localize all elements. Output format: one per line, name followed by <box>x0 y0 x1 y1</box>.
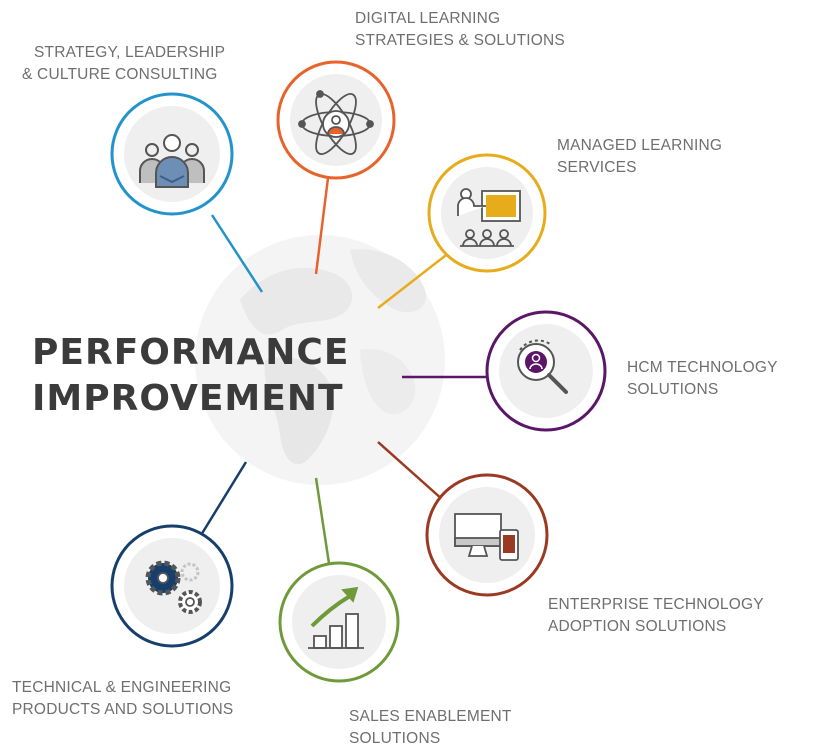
center-title-line1: PERFORMANCE <box>32 332 350 373</box>
label-managed-line1: MANAGED LEARNING <box>557 137 723 154</box>
label-strategy-line1: STRATEGY, LEADERSHIP <box>34 44 226 61</box>
label-sales-line1: SALES ENABLEMENT <box>349 708 512 725</box>
label-managed-line2: SERVICES <box>557 159 637 176</box>
connector-sales <box>314 477 332 571</box>
service-node-digital[interactable] <box>276 60 396 180</box>
growth-chart-icon <box>308 586 364 649</box>
label-strategy-line2: & CULTURE CONSULTING <box>22 66 218 83</box>
service-node-strategy[interactable] <box>110 92 234 216</box>
connector-strategy <box>210 214 264 293</box>
connector-enterprise <box>377 441 444 501</box>
center-title: PERFORMANCE IMPROVEMENT <box>32 330 349 422</box>
center-title-line2: IMPROVEMENT <box>32 378 344 419</box>
talent-search-icon <box>517 339 568 394</box>
label-enterprise-line2: ADOPTION SOLUTIONS <box>548 618 727 635</box>
label-enterprise: ENTERPRISE TECHNOLOGY ADOPTION SOLUTIONS <box>548 594 764 638</box>
consulting-team-icon <box>139 134 205 188</box>
label-enterprise-line1: ENTERPRISE TECHNOLOGY <box>548 596 764 613</box>
label-digital-line1: DIGITAL LEARNING <box>355 10 501 27</box>
service-node-managed[interactable] <box>427 153 547 273</box>
label-technical-line1: TECHNICAL & ENGINEERING <box>12 679 232 696</box>
label-managed: MANAGED LEARNING SERVICES <box>557 135 722 179</box>
classroom-presenter-icon <box>457 188 521 247</box>
service-node-enterprise[interactable] <box>425 473 549 597</box>
globe-background <box>195 235 445 485</box>
label-sales-line2: SOLUTIONS <box>349 730 441 747</box>
gears-icon <box>145 560 202 614</box>
label-technical: TECHNICAL & ENGINEERING PRODUCTS AND SOL… <box>12 677 233 721</box>
connector-digital <box>314 177 330 275</box>
label-digital: DIGITAL LEARNING STRATEGIES & SOLUTIONS <box>355 8 565 52</box>
label-sales: SALES ENABLEMENT SOLUTIONS <box>349 706 512 750</box>
service-node-technical[interactable] <box>110 524 234 648</box>
service-node-hcm[interactable] <box>485 310 607 432</box>
devices-icon <box>454 513 519 561</box>
label-hcm: HCM TECHNOLOGY SOLUTIONS <box>627 357 778 401</box>
label-technical-line2: PRODUCTS AND SOLUTIONS <box>12 701 234 718</box>
connector-managed <box>377 251 451 309</box>
label-digital-line2: STRATEGIES & SOLUTIONS <box>355 32 565 49</box>
label-hcm-line1: HCM TECHNOLOGY <box>627 359 778 376</box>
service-node-sales[interactable] <box>278 561 400 683</box>
label-hcm-line2: SOLUTIONS <box>627 381 719 398</box>
label-strategy: STRATEGY, LEADERSHIP & CULTURE CONSULTIN… <box>22 42 226 86</box>
atom-learner-icon <box>298 90 374 155</box>
connector-technical <box>196 461 248 541</box>
